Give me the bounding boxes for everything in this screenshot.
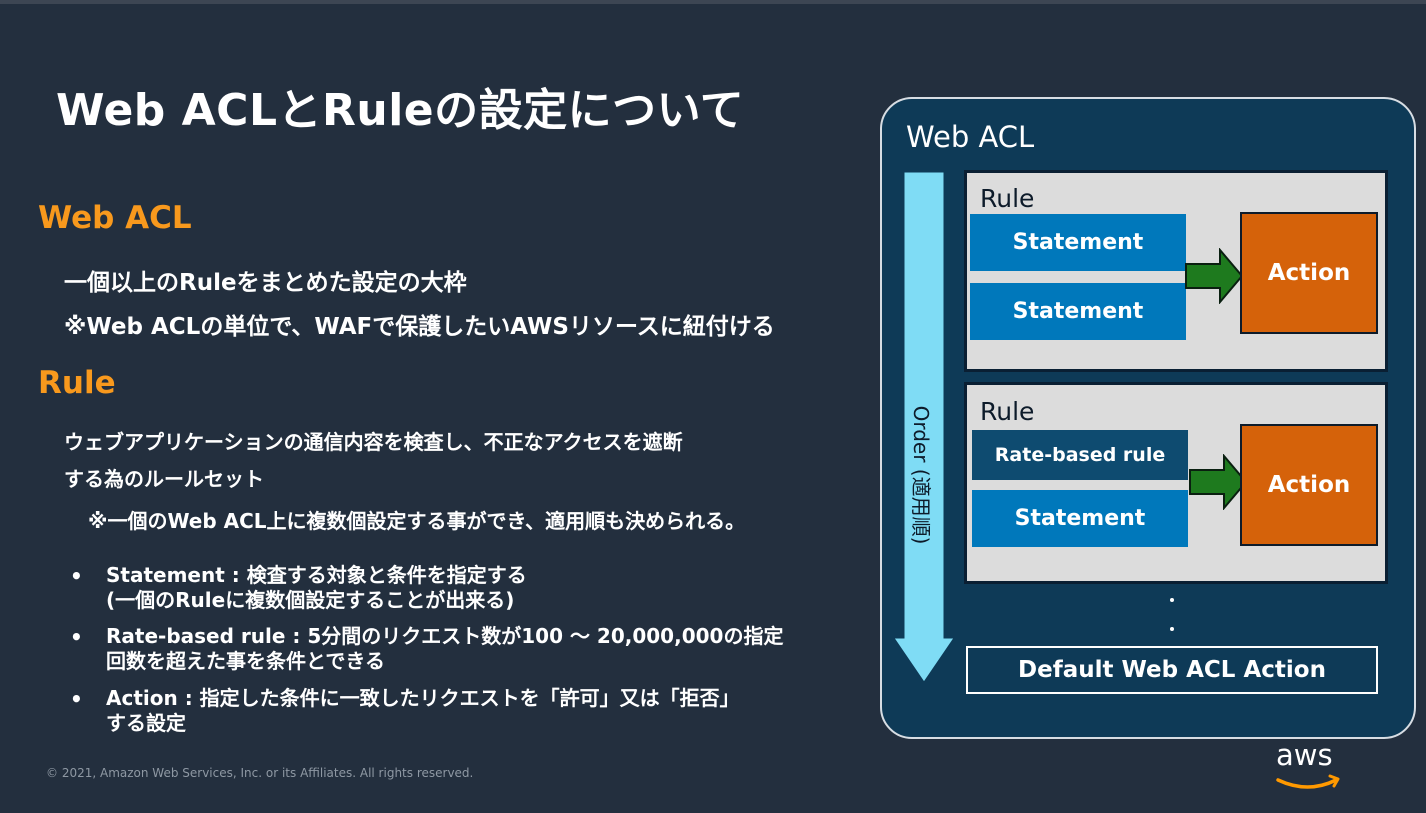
bullet-action-line2: する設定 — [106, 711, 186, 735]
aws-logo-text: aws — [1276, 738, 1333, 772]
continuation-dot — [1170, 598, 1174, 602]
bullet-rate-line2: 回数を超えた事を条件とできる — [106, 649, 385, 673]
rule-description-line2: する為のルールセット — [64, 467, 264, 491]
page-title: Web ACLとRuleの設定について — [56, 85, 745, 136]
rule-2-label: Rule — [980, 397, 1035, 426]
rule-description-line1: ウェブアプリケーションの通信内容を検査し、不正なアクセスを遮断 — [64, 430, 683, 454]
continuation-dot — [1170, 627, 1174, 631]
rule-note: ※一個のWeb ACL上に複数個設定する事ができ、適用順も決められる。 — [88, 509, 746, 533]
rule-1-arrow-icon — [1185, 248, 1244, 304]
top-divider — [0, 0, 1426, 4]
rule-1-action: Action — [1240, 212, 1378, 334]
web-acl-diagram-title: Web ACL — [906, 120, 1035, 154]
bullet-action-line1: Action : 指定した条件に一致したリクエストを「許可」又は「拒否」 — [106, 686, 740, 710]
copyright-footer: © 2021, Amazon Web Services, Inc. or its… — [46, 766, 474, 780]
web-acl-description: 一個以上のRuleをまとめた設定の大枠 — [64, 270, 467, 296]
web-acl-heading: Web ACL — [38, 200, 192, 236]
rule-1-statement-2: Statement — [970, 283, 1186, 340]
rule-2-rate-based-rule: Rate-based rule — [972, 430, 1188, 480]
bullet-marker: • — [70, 564, 83, 588]
bullet-statement-line2: (一個のRuleに複数個設定することが出来る) — [106, 588, 515, 612]
bullet-rate-line1: Rate-based rule : 5分間のリクエスト数が100 ～ 20,00… — [106, 624, 784, 648]
aws-smile-icon — [1276, 774, 1340, 789]
bullet-marker: • — [70, 625, 83, 649]
rule-2-action: Action — [1240, 424, 1378, 546]
order-label: Order (適用順) — [909, 405, 934, 545]
rule-2-statement: Statement — [972, 490, 1188, 547]
rule-1-label: Rule — [980, 184, 1035, 213]
default-web-acl-action: Default Web ACL Action — [966, 646, 1378, 694]
order-arrow — [893, 171, 955, 683]
bullet-marker: • — [70, 687, 83, 711]
rule-1-statement-1: Statement — [970, 214, 1186, 271]
rule-heading: Rule — [38, 365, 116, 401]
bullet-statement-line1: Statement : 検査する対象と条件を指定する — [106, 563, 527, 587]
rule-2-arrow-icon — [1189, 454, 1248, 510]
web-acl-note: ※Web ACLの単位で、WAFで保護したいAWSリソースに紐付ける — [64, 314, 775, 340]
